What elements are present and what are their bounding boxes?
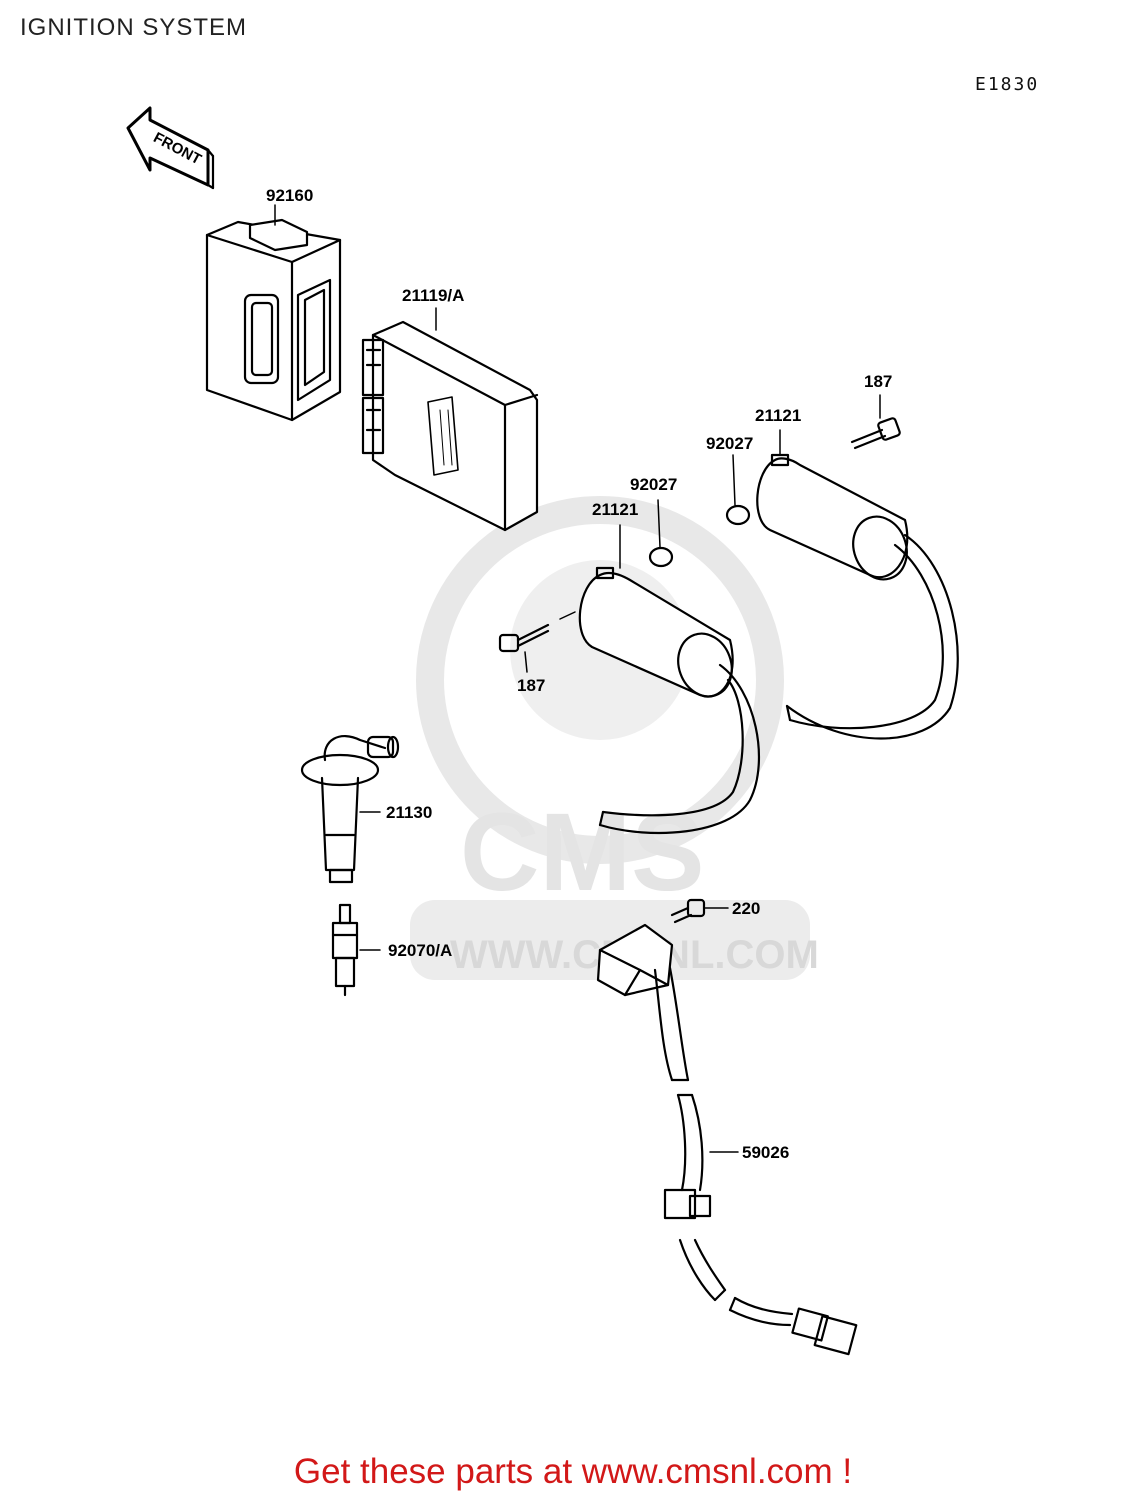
- callout-21121-left: 21121: [592, 500, 639, 519]
- callout-92070a: 92070/A: [388, 941, 453, 960]
- callout-21130: 21130: [386, 803, 433, 822]
- part-59026-pickup-harness: [596, 923, 858, 1356]
- callout-21119a: 21119/A: [402, 286, 465, 305]
- part-21121-coil-right: [756, 429, 959, 740]
- callout-59026: 59026: [742, 1143, 790, 1162]
- part-187-bolt-right: [850, 394, 901, 450]
- callout-220: 220: [732, 899, 761, 918]
- callout-92027-left: 92027: [630, 475, 678, 494]
- part-92027-collar-left: [648, 499, 674, 568]
- diagram-code: E1830: [975, 74, 1040, 95]
- watermark-brand: CMS: [460, 791, 704, 914]
- front-arrow: FRONT: [126, 106, 215, 190]
- callout-92027-right: 92027: [706, 434, 754, 453]
- part-220-screw: [670, 898, 729, 924]
- callout-21121-right: 21121: [755, 406, 802, 425]
- part-92027-collar-right: [725, 454, 751, 526]
- part-21119-igniter: [361, 307, 539, 532]
- callout-187-top: 187: [864, 372, 893, 391]
- part-187-bolt-left: [498, 611, 576, 673]
- promo-link[interactable]: Get these parts at www.cmsnl.com !: [293, 1452, 853, 1491]
- callout-92160: 92160: [266, 186, 314, 205]
- part-92160-cover: [205, 204, 342, 422]
- part-21121-coil-left: [578, 524, 761, 835]
- part-21130-plug-cap: [300, 734, 400, 884]
- page-title: IGNITION SYSTEM: [20, 14, 248, 41]
- callout-187-left: 187: [517, 676, 546, 695]
- part-92070-spark-plug: [331, 903, 381, 997]
